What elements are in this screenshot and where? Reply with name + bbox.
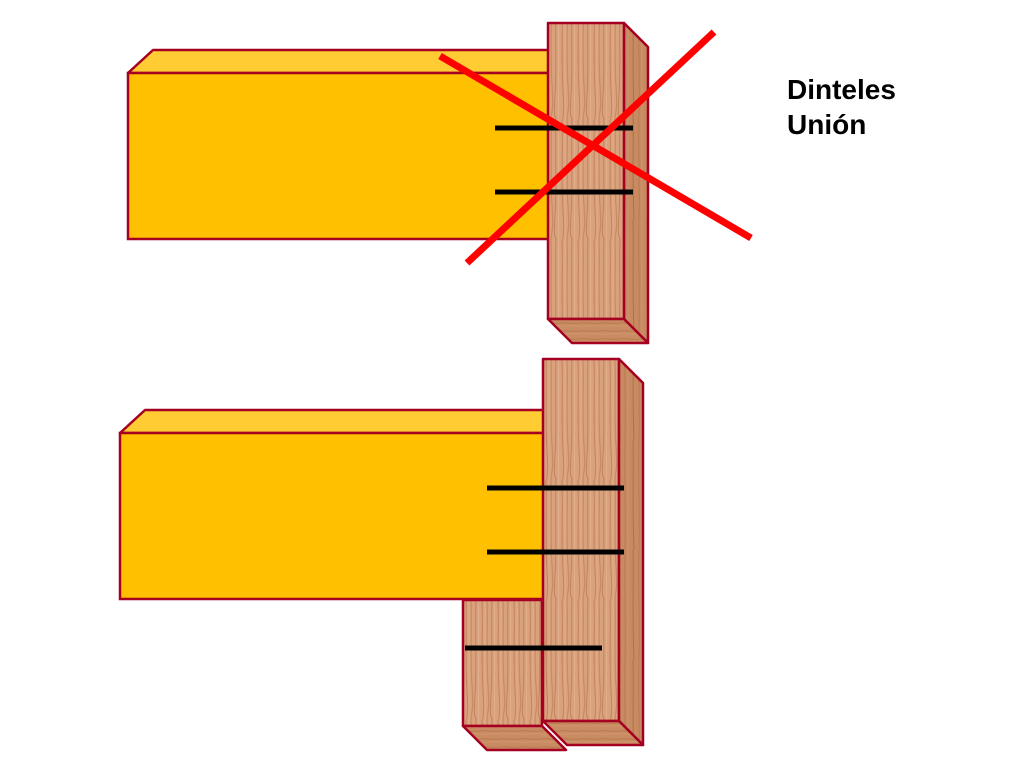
wood-post bbox=[546, 21, 650, 345]
wood-post bbox=[541, 357, 645, 747]
incorrect-joint-figure bbox=[126, 21, 753, 345]
lintel-beam-front bbox=[118, 431, 550, 601]
title-line-union: Unión bbox=[787, 109, 867, 140]
correct-joint-figure bbox=[118, 357, 645, 752]
lintel-beam-top bbox=[118, 408, 550, 435]
title-line-dinteles: Dinteles bbox=[787, 74, 896, 105]
support-block bbox=[461, 598, 568, 752]
slide-title: Dinteles Unión bbox=[787, 72, 896, 142]
wrong-cross-icon bbox=[438, 29, 753, 266]
lintel-beam-top bbox=[126, 48, 559, 75]
lintel-beam-front bbox=[126, 71, 559, 241]
